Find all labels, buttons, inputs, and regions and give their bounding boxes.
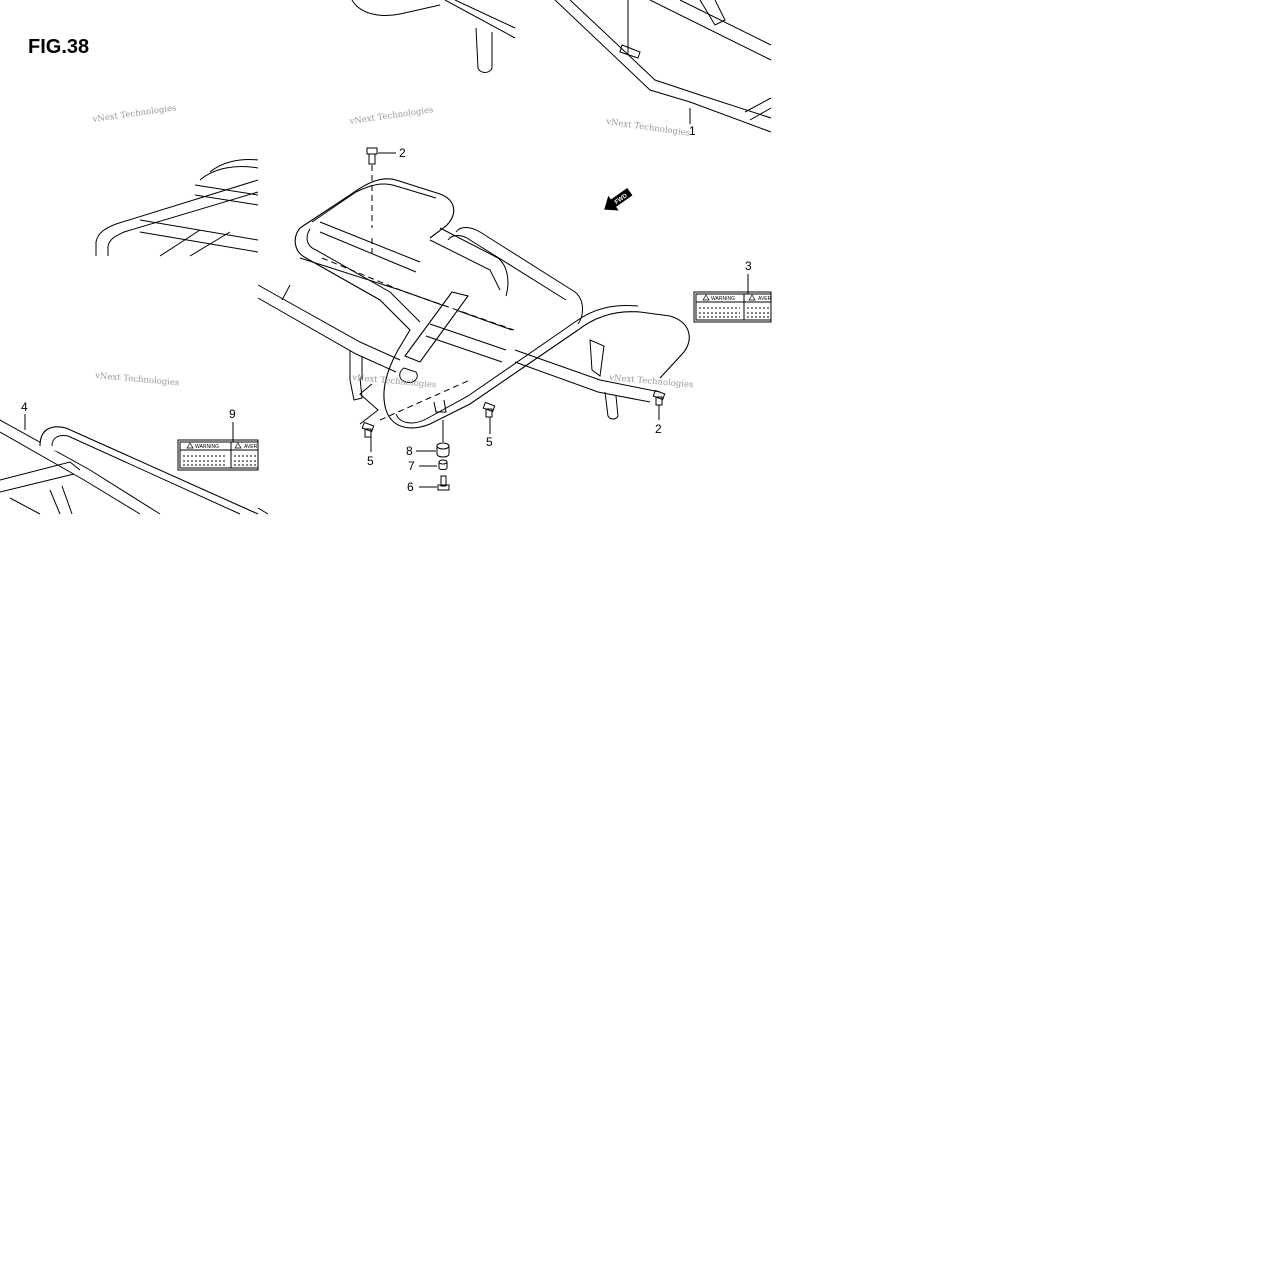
watermark: vNext Technologies [605, 117, 691, 139]
callout-5: 5 [367, 454, 374, 468]
label-warning-text: WARNING [711, 296, 735, 302]
label-aver-text: AVER [244, 444, 258, 450]
bolt-5-right [482, 401, 496, 434]
warning-triangle-icon [702, 294, 710, 301]
warning-triangle-icon [234, 442, 242, 449]
bolt-6 [419, 475, 450, 491]
callout-4: 4 [21, 400, 28, 414]
rack-fragment-top-right [554, 0, 772, 133]
bolt-5-left [359, 383, 379, 452]
rear-carrier-rack [257, 165, 690, 429]
warning-label-3: WARNING AVER [693, 291, 772, 323]
callout-5: 5 [486, 435, 493, 449]
collar-7 [419, 459, 448, 470]
watermark: vNext Technologies [608, 373, 694, 390]
rack-fragment-left-top [95, 159, 259, 257]
cushion-8 [416, 420, 450, 458]
callout-1: 1 [689, 124, 696, 138]
callout-2: 2 [399, 146, 406, 160]
figure-title: FIG.38 [28, 36, 90, 58]
fwd-arrow-icon: FWD [604, 187, 633, 211]
callout-6: 6 [407, 480, 414, 494]
warning-label-9: WARNING AVER [177, 439, 259, 471]
label-warning-text: WARNING [195, 444, 219, 450]
watermark: vNext Technologies [348, 105, 434, 127]
bolt-2-right [652, 389, 666, 420]
callouts: 1 2 2 3 4 5 5 6 7 8 9 [21, 124, 752, 494]
callout-9: 9 [229, 407, 236, 421]
label-aver-text: AVER [758, 296, 772, 302]
warning-triangle-icon [186, 442, 194, 449]
rack-fragment-lower-left [0, 419, 259, 515]
watermark: vNext Technologies [91, 103, 177, 125]
watermark: vNext Technologies [94, 371, 180, 388]
callout-8: 8 [406, 444, 413, 458]
callout-3: 3 [745, 259, 752, 273]
warning-triangle-icon [748, 294, 756, 301]
bolt-2-top [366, 147, 396, 165]
callout-2: 2 [655, 422, 662, 436]
callout-7: 7 [408, 459, 415, 473]
rack-fragment-top-middle [351, 0, 516, 73]
